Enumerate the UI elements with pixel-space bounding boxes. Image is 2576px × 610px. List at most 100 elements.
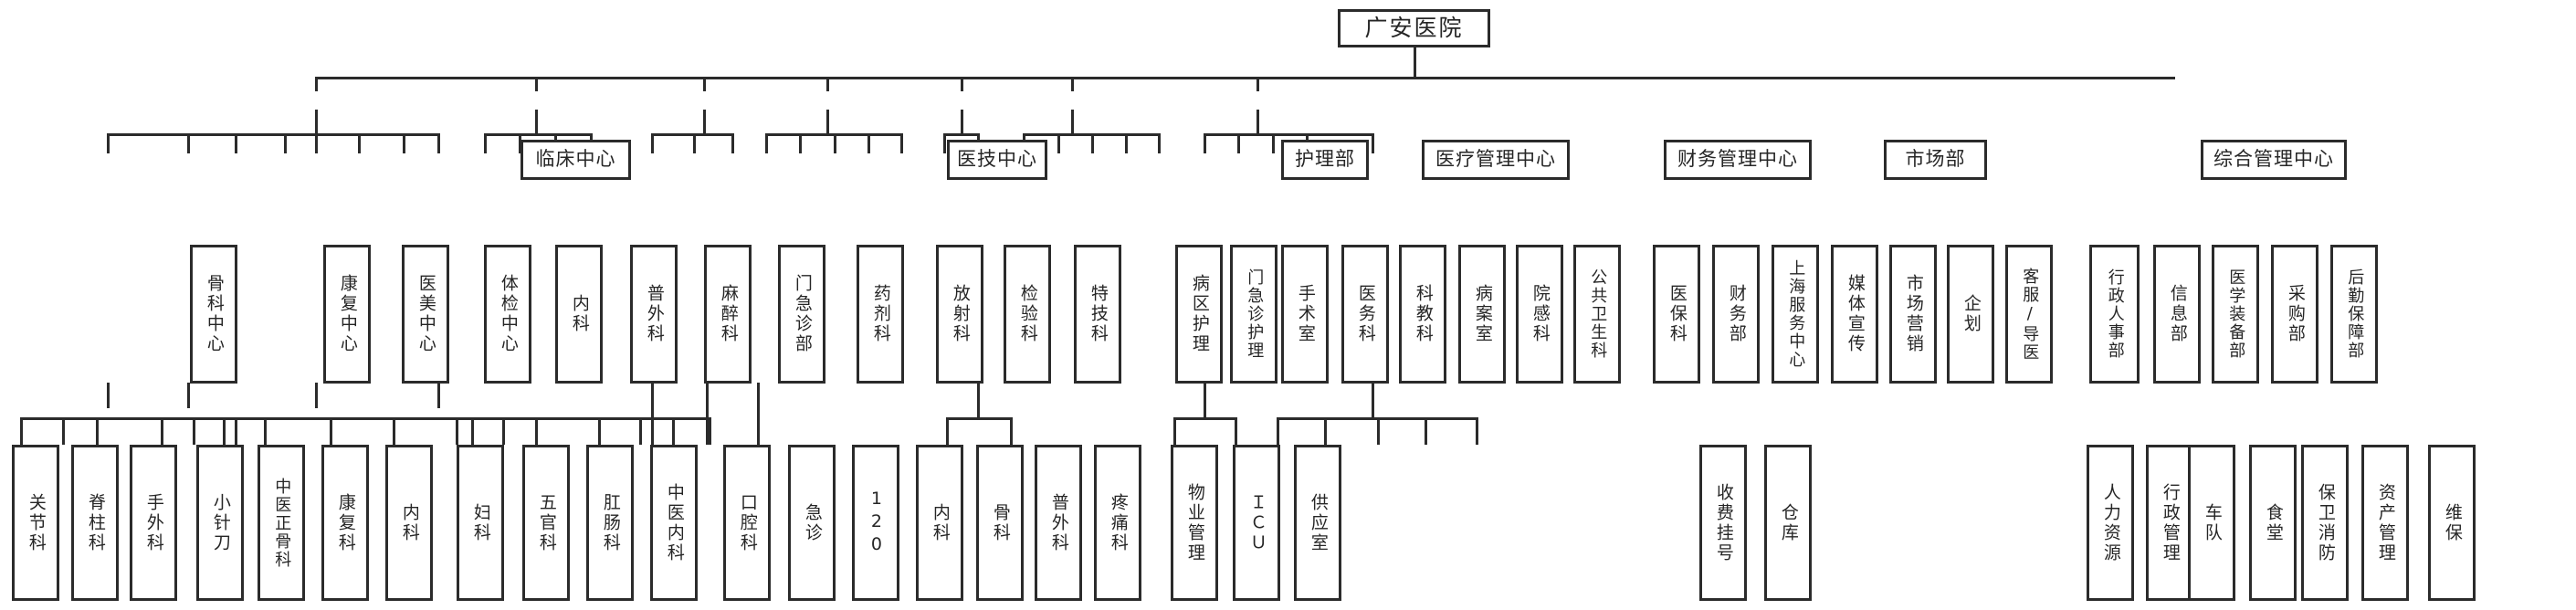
node-l3-infection-control[interactable]: 院感科 — [1516, 245, 1563, 384]
node-l3-admin-hr-department[interactable]: 行政人事部 — [2089, 245, 2140, 384]
node-l3-pharmacy[interactable]: 药剂科 — [857, 245, 904, 384]
node-l3-special-technology[interactable]: 特技科 — [1074, 245, 1121, 384]
node-label: 中医内科 — [664, 482, 685, 563]
connector-l3-drop-0 — [107, 133, 110, 153]
node-l2-medical-admin-center[interactable]: 医疗管理中心 — [1422, 140, 1570, 180]
connector-l4-drop-2 — [96, 417, 99, 445]
node-l3-anesthesiology[interactable]: 麻醉科 — [704, 245, 752, 384]
node-l3-public-health[interactable]: 公共卫生科 — [1573, 245, 1621, 384]
node-l3-customer-service-guide[interactable]: 客服/导医 — [2005, 245, 2053, 384]
node-l4-human-resources[interactable]: 人力资源 — [2087, 445, 2134, 601]
node-l4-administration[interactable]: 行政管理 — [2146, 445, 2193, 601]
node-l4-rehabilitation[interactable]: 康复科 — [321, 445, 369, 601]
node-l4-security-fire-safety[interactable]: 保卫消防 — [2301, 445, 2349, 601]
node-label: 行政人事部 — [2105, 268, 2125, 360]
node-label: 信息部 — [2167, 284, 2188, 344]
connector-l4-drop-15 — [639, 417, 642, 445]
node-l4-internal-medicine-rehab[interactable]: 内科 — [385, 445, 433, 601]
node-l3-radiology[interactable]: 放射科 — [936, 245, 983, 384]
node-l4-emergency[interactable]: 急诊 — [788, 445, 836, 601]
node-l4-orthopedics-emergency[interactable]: 骨科 — [976, 445, 1024, 601]
node-l4-icu[interactable]: ＩＣＵ — [1233, 445, 1280, 601]
node-l4-spine-surgery[interactable]: 脊柱科 — [71, 445, 119, 601]
connector-l4-drop-26 — [1324, 417, 1327, 445]
node-l3-shanghai-service-center[interactable]: 上海服务中心 — [1772, 245, 1819, 384]
node-l2-nursing-department[interactable]: 护理部 — [1281, 140, 1369, 180]
connector-l4-drop-28 — [1425, 417, 1427, 445]
node-l2-general-admin-center[interactable]: 综合管理中心 — [2201, 140, 2347, 180]
node-l4-maintenance[interactable]: 维保 — [2428, 445, 2476, 601]
node-label: 急诊 — [802, 502, 823, 543]
node-label: 医疗管理中心 — [1435, 148, 1556, 171]
node-l3-checkup-center[interactable]: 体检中心 — [484, 245, 531, 384]
node-l3-medical-insurance[interactable]: 医保科 — [1653, 245, 1700, 384]
connector-l4-drop-21 — [946, 417, 949, 445]
node-label: 财务管理中心 — [1677, 148, 1798, 171]
node-l4-stomatology[interactable]: 口腔科 — [723, 445, 771, 601]
node-root[interactable]: 广安医院 — [1338, 9, 1490, 47]
node-l3-internal-medicine[interactable]: 内科 — [555, 245, 603, 384]
node-l2-finance-admin-center[interactable]: 财务管理中心 — [1664, 140, 1812, 180]
node-l4-pain-management[interactable]: 疼痛科 — [1094, 445, 1141, 601]
node-l2-marketing-department[interactable]: 市场部 — [1884, 140, 1987, 180]
node-label: 财务部 — [1726, 284, 1747, 344]
node-l3-education-research[interactable]: 科教科 — [1399, 245, 1446, 384]
node-l4-joint-surgery[interactable]: 关节科 — [12, 445, 59, 601]
connector-l3-drop-31 — [1372, 133, 1374, 153]
node-l4-tcm-internal[interactable]: 中医内科 — [650, 445, 698, 601]
node-l3-operating-room[interactable]: 手术室 — [1281, 245, 1329, 384]
node-l4-acupotomy[interactable]: 小针刀 — [196, 445, 244, 601]
node-l3-finance-department[interactable]: 财务部 — [1712, 245, 1760, 384]
node-l2-medical-technology-center[interactable]: 医技中心 — [947, 140, 1047, 180]
node-label: 资产管理 — [2375, 482, 2396, 563]
node-l4-asset-management[interactable]: 资产管理 — [2361, 445, 2409, 601]
node-l2-clinical-center[interactable]: 临床中心 — [520, 140, 631, 180]
node-l4-general-surgery-emergency[interactable]: 普外科 — [1035, 445, 1082, 601]
node-l3-medical-records[interactable]: 病案室 — [1458, 245, 1506, 384]
node-label: 采购部 — [2285, 284, 2306, 344]
node-label: 特技科 — [1088, 284, 1109, 344]
connector-l3-drop-15 — [765, 133, 768, 153]
node-label: 骨科 — [990, 502, 1011, 543]
node-l4-vehicle-fleet[interactable]: 车队 — [2188, 445, 2235, 601]
node-l4-property-management[interactable]: 物业管理 — [1171, 445, 1218, 601]
node-l3-general-surgery[interactable]: 普外科 — [630, 245, 678, 384]
connector-root-bus — [315, 77, 2175, 79]
node-l4-hand-surgery[interactable]: 手外科 — [130, 445, 177, 601]
node-l3-ward-nursing[interactable]: 病区护理 — [1175, 245, 1223, 384]
node-l3-laboratory[interactable]: 检验科 — [1004, 245, 1051, 384]
connector-l3-drop-12 — [651, 133, 654, 153]
node-l4-canteen[interactable]: 食堂 — [2249, 445, 2297, 601]
node-label: 门急诊护理 — [1245, 268, 1265, 360]
connector-l2-2-stem — [703, 110, 706, 133]
node-l4-supply-room[interactable]: 供应室 — [1294, 445, 1341, 601]
node-l3-procurement-department[interactable]: 采购部 — [2271, 245, 2318, 384]
node-l3-medical-equipment-department[interactable]: 医学装备部 — [2212, 245, 2259, 384]
connector-l2-drop-3 — [826, 77, 829, 91]
node-l3-rehab-center[interactable]: 康复中心 — [323, 245, 371, 384]
node-l4-ent-ophthalmology[interactable]: 五官科 — [522, 445, 570, 601]
node-l3-planning[interactable]: 企划 — [1947, 245, 1994, 384]
node-label: ＩＣＵ — [1246, 492, 1267, 553]
node-l3-medical-affairs[interactable]: 医务科 — [1341, 245, 1389, 384]
node-l4-anorectal[interactable]: 肛肠科 — [586, 445, 634, 601]
connector-l2-6-stem — [1256, 110, 1259, 133]
node-l4-billing-registration[interactable]: 收费挂号 — [1699, 445, 1747, 601]
node-label: 后勤保障部 — [2345, 268, 2365, 360]
node-l3-outpatient-emergency-dept[interactable]: 门急诊部 — [778, 245, 825, 384]
node-l3-media-publicity[interactable]: 媒体宣传 — [1831, 245, 1878, 384]
node-l4-warehouse[interactable]: 仓库 — [1764, 445, 1812, 601]
node-l4-internal-medicine-emergency[interactable]: 内科 — [916, 445, 963, 601]
connector-l2-1-stem — [535, 110, 538, 133]
node-l4-tcm-bonesetting[interactable]: 中医正骨科 — [258, 445, 305, 601]
node-l4-gynecology[interactable]: 妇科 — [457, 445, 504, 601]
node-l3-outpatient-nursing[interactable]: 门急诊护理 — [1230, 245, 1277, 384]
node-l3-logistics-department[interactable]: 后勤保障部 — [2330, 245, 2378, 384]
node-l4-120-ambulance[interactable]: 120 — [852, 445, 899, 601]
node-l3-information-department[interactable]: 信息部 — [2153, 245, 2201, 384]
connector-l3-bus-nursing — [651, 133, 734, 136]
node-l3-orthopedic-center[interactable]: 骨科中心 — [190, 245, 237, 384]
node-l3-market-sales[interactable]: 市场营销 — [1889, 245, 1937, 384]
connector-root-stem — [1414, 46, 1416, 77]
node-l3-aesthetic-center[interactable]: 医美中心 — [402, 245, 449, 384]
